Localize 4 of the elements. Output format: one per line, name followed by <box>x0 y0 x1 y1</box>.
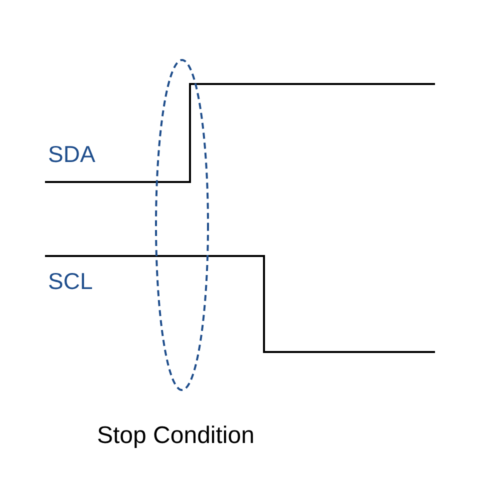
condition-label: Stop Condition <box>97 424 254 448</box>
signal-label: SCL <box>48 270 93 293</box>
dashed-ellipse <box>155 59 209 391</box>
signal-label: SDA <box>48 143 96 166</box>
